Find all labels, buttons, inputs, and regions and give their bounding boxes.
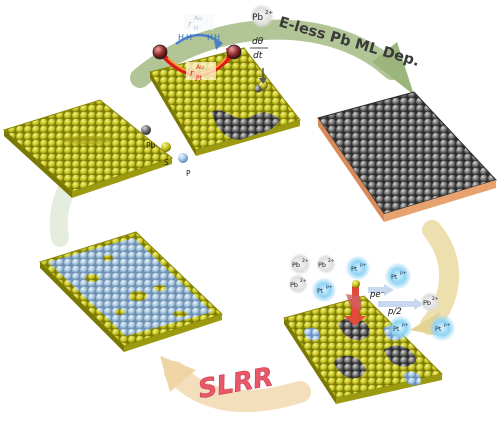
substrate-slab-replacement <box>283 295 443 404</box>
legend-pb-swatch <box>141 125 151 135</box>
cycle-arrow-bottom-head <box>160 356 196 392</box>
h-atom-label-1: H <box>178 33 184 42</box>
rate-numerator: dθ <box>252 37 264 47</box>
rate-label-au-top: r Au H <box>184 14 214 32</box>
platinum-ion: Pt p+ <box>388 316 412 340</box>
lead-ions-bottom: Pb 2+ Pb 2+ Pb 2+ Pb 2+ <box>288 253 440 312</box>
svg-text:p+: p+ <box>444 322 451 328</box>
platinum-ions: Pt p+ Pt p+ Pt p+ Pt p+ Pt p+ <box>312 256 455 341</box>
svg-text:Pb: Pb <box>318 261 326 269</box>
lead-ion: Pb 2+ <box>316 254 336 274</box>
legend: Pb S P <box>141 125 191 178</box>
lead-ion: Pb 2+ <box>288 274 308 294</box>
svg-text:p+: p+ <box>400 270 407 276</box>
legend-s-swatch <box>161 142 171 152</box>
svg-text:r: r <box>188 20 193 30</box>
svg-text:Pt: Pt <box>435 325 442 333</box>
svg-text:Au: Au <box>196 64 204 71</box>
rate-denominator: dt <box>253 51 263 61</box>
svg-text:Pt: Pt <box>393 325 400 333</box>
svg-text:Pb: Pb <box>423 299 431 307</box>
h-atom-label-4: H <box>214 33 220 42</box>
platinum-ion: Pt p+ <box>385 263 411 289</box>
cycle-arrow-bottom <box>164 361 311 413</box>
hydrogen-evolution-reaction: H H H H r Au H r Au Pt <box>152 14 268 93</box>
hydrogen-molecule-right <box>226 44 242 60</box>
legend-p-swatch <box>178 153 188 163</box>
rate-expression: dθ dt <box>250 37 268 61</box>
lead-cluster-1 <box>338 317 370 341</box>
svg-text:Pb: Pb <box>292 261 300 269</box>
lead-ion: Pb 2+ <box>420 292 440 312</box>
platinum-ion: Pt p+ <box>312 278 336 302</box>
lead-ion-top: Pb 2+ <box>250 4 274 28</box>
electron-count-label: pe⁻ <box>369 290 385 300</box>
hydrogen-molecule-left <box>152 44 168 60</box>
process-label-deposition: E-less Pb ML Dep. <box>277 14 421 70</box>
lead-cluster-3 <box>384 345 416 367</box>
platinum-cluster-1 <box>304 327 321 341</box>
h-atom-label-3: H <box>207 33 213 42</box>
cycle-arrow-top-head <box>372 42 414 95</box>
legend-p-label: P <box>186 169 191 178</box>
legend-s-label: S <box>164 158 169 167</box>
platinum-ion: Pt p+ <box>429 315 455 341</box>
svg-text:Pt: Pt <box>196 75 203 82</box>
svg-text:p+: p+ <box>326 284 333 290</box>
svg-text:Pb: Pb <box>290 281 298 289</box>
svg-text:2+: 2+ <box>328 258 335 264</box>
svg-text:2+: 2+ <box>432 296 439 302</box>
stoichiometry-label: p/2 <box>387 307 402 317</box>
platinum-monolayer <box>48 238 212 336</box>
blue-reaction-arc <box>175 33 223 46</box>
lead-ion-label: Pb <box>252 13 263 23</box>
legend-pb-label: Pb <box>146 141 156 150</box>
svg-text:Pt: Pt <box>391 273 398 281</box>
lead-ion: Pb 2+ <box>289 253 311 275</box>
cycle-arrow-top <box>130 19 402 88</box>
platinum-ion: Pt p+ <box>346 256 370 280</box>
lead-cluster-2 <box>334 355 366 379</box>
platinum-cluster-3 <box>404 371 421 386</box>
replacement-reaction: pe⁻ p/2 <box>344 280 424 326</box>
substrate-slab-clean <box>3 99 174 198</box>
svg-text:H: H <box>194 25 199 32</box>
h-atom-label-2: H <box>186 33 192 42</box>
svg-text:Pt: Pt <box>351 265 358 273</box>
lead-island <box>212 110 280 140</box>
svg-text:Pt: Pt <box>317 287 324 295</box>
svg-text:r: r <box>190 69 195 79</box>
svg-text:Au: Au <box>194 15 202 22</box>
svg-text:2+: 2+ <box>265 10 273 16</box>
svg-text:2+: 2+ <box>302 258 309 264</box>
rate-label-pt: r Au Pt <box>186 62 216 82</box>
substrate-slab-lead-monolayer <box>317 91 497 222</box>
svg-text:p+: p+ <box>360 262 367 268</box>
svg-text:2+: 2+ <box>300 278 307 284</box>
substrate-slab-platinum-layer <box>39 231 223 352</box>
svg-text:p+: p+ <box>402 322 409 328</box>
